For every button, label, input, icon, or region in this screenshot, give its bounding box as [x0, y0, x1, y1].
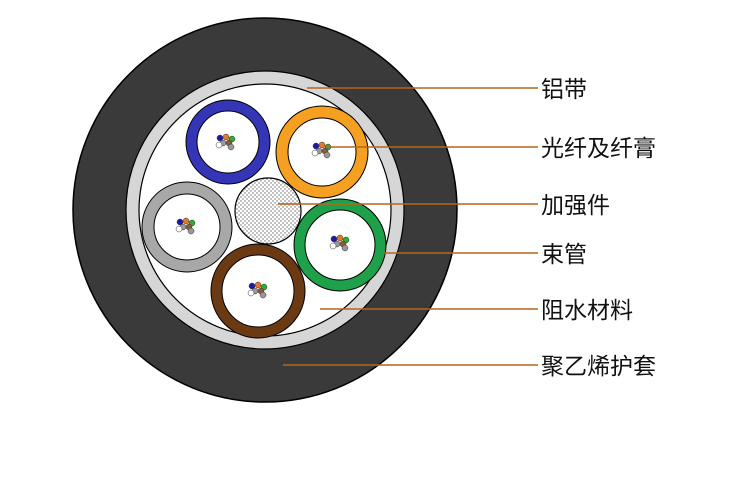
label-pe-sheath: 聚乙烯护套: [541, 354, 656, 380]
label-strength-member: 加强件: [541, 193, 610, 219]
label-tube: 束管: [541, 242, 587, 268]
fiber-dot: [222, 133, 230, 141]
fiber-dot: [227, 143, 235, 151]
fiber-dot: [311, 149, 319, 157]
fiber-bundles: [175, 133, 350, 299]
fiber-dot: [254, 281, 262, 289]
fiber-dot: [341, 244, 349, 252]
leader-lines: [278, 87, 538, 366]
strength-member: [234, 177, 302, 245]
label-fiber-and-gel: 光纤及纤膏: [541, 136, 656, 162]
fiber-dot: [318, 141, 326, 149]
fiber-dot: [329, 242, 337, 250]
fiber-dot: [336, 234, 344, 242]
label-water-blocking: 阻水材料: [541, 298, 633, 324]
fiber-dot: [175, 225, 183, 233]
label-aluminum-tape: 铝带: [541, 77, 587, 103]
fiber-dot: [215, 141, 223, 149]
fiber-dot: [259, 291, 267, 299]
fiber-dot: [187, 227, 195, 235]
fiber-dot: [323, 151, 331, 159]
fiber-dot: [182, 217, 190, 225]
fiber-dot: [247, 289, 255, 297]
